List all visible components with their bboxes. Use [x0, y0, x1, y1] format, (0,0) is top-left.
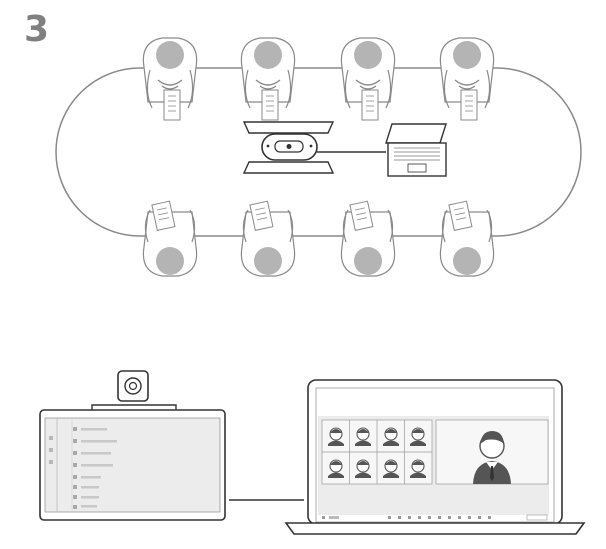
step-number: 3	[24, 9, 50, 50]
meeting-table	[55, 67, 582, 237]
participant-1	[142, 37, 198, 121]
active-speaker-tile	[435, 419, 549, 485]
avatar-5	[327, 459, 345, 479]
display-menu-list	[73, 427, 117, 509]
participant-3	[340, 37, 396, 121]
avatar-3	[382, 427, 400, 447]
avatar-2	[354, 427, 372, 447]
participant-5	[142, 200, 198, 277]
speakerphone-icon	[242, 121, 335, 174]
avatar-7	[382, 459, 400, 479]
call-toolbar	[322, 514, 548, 521]
participant-4	[439, 37, 495, 121]
participant-8	[439, 200, 495, 277]
participants-bottom-row	[142, 200, 495, 277]
avatar-8	[409, 459, 427, 479]
participants-top-row	[142, 37, 495, 121]
laptop-video-call	[284, 379, 586, 535]
avatar-4	[409, 427, 427, 447]
avatar-6	[354, 459, 372, 479]
display-screen	[44, 417, 221, 513]
display-device	[39, 370, 226, 521]
gallery-grid	[321, 419, 433, 485]
participant-2	[240, 37, 296, 121]
participant-6	[240, 200, 296, 277]
laptop-icon	[385, 123, 447, 177]
participant-7	[340, 200, 396, 277]
avatar-1	[327, 427, 345, 447]
